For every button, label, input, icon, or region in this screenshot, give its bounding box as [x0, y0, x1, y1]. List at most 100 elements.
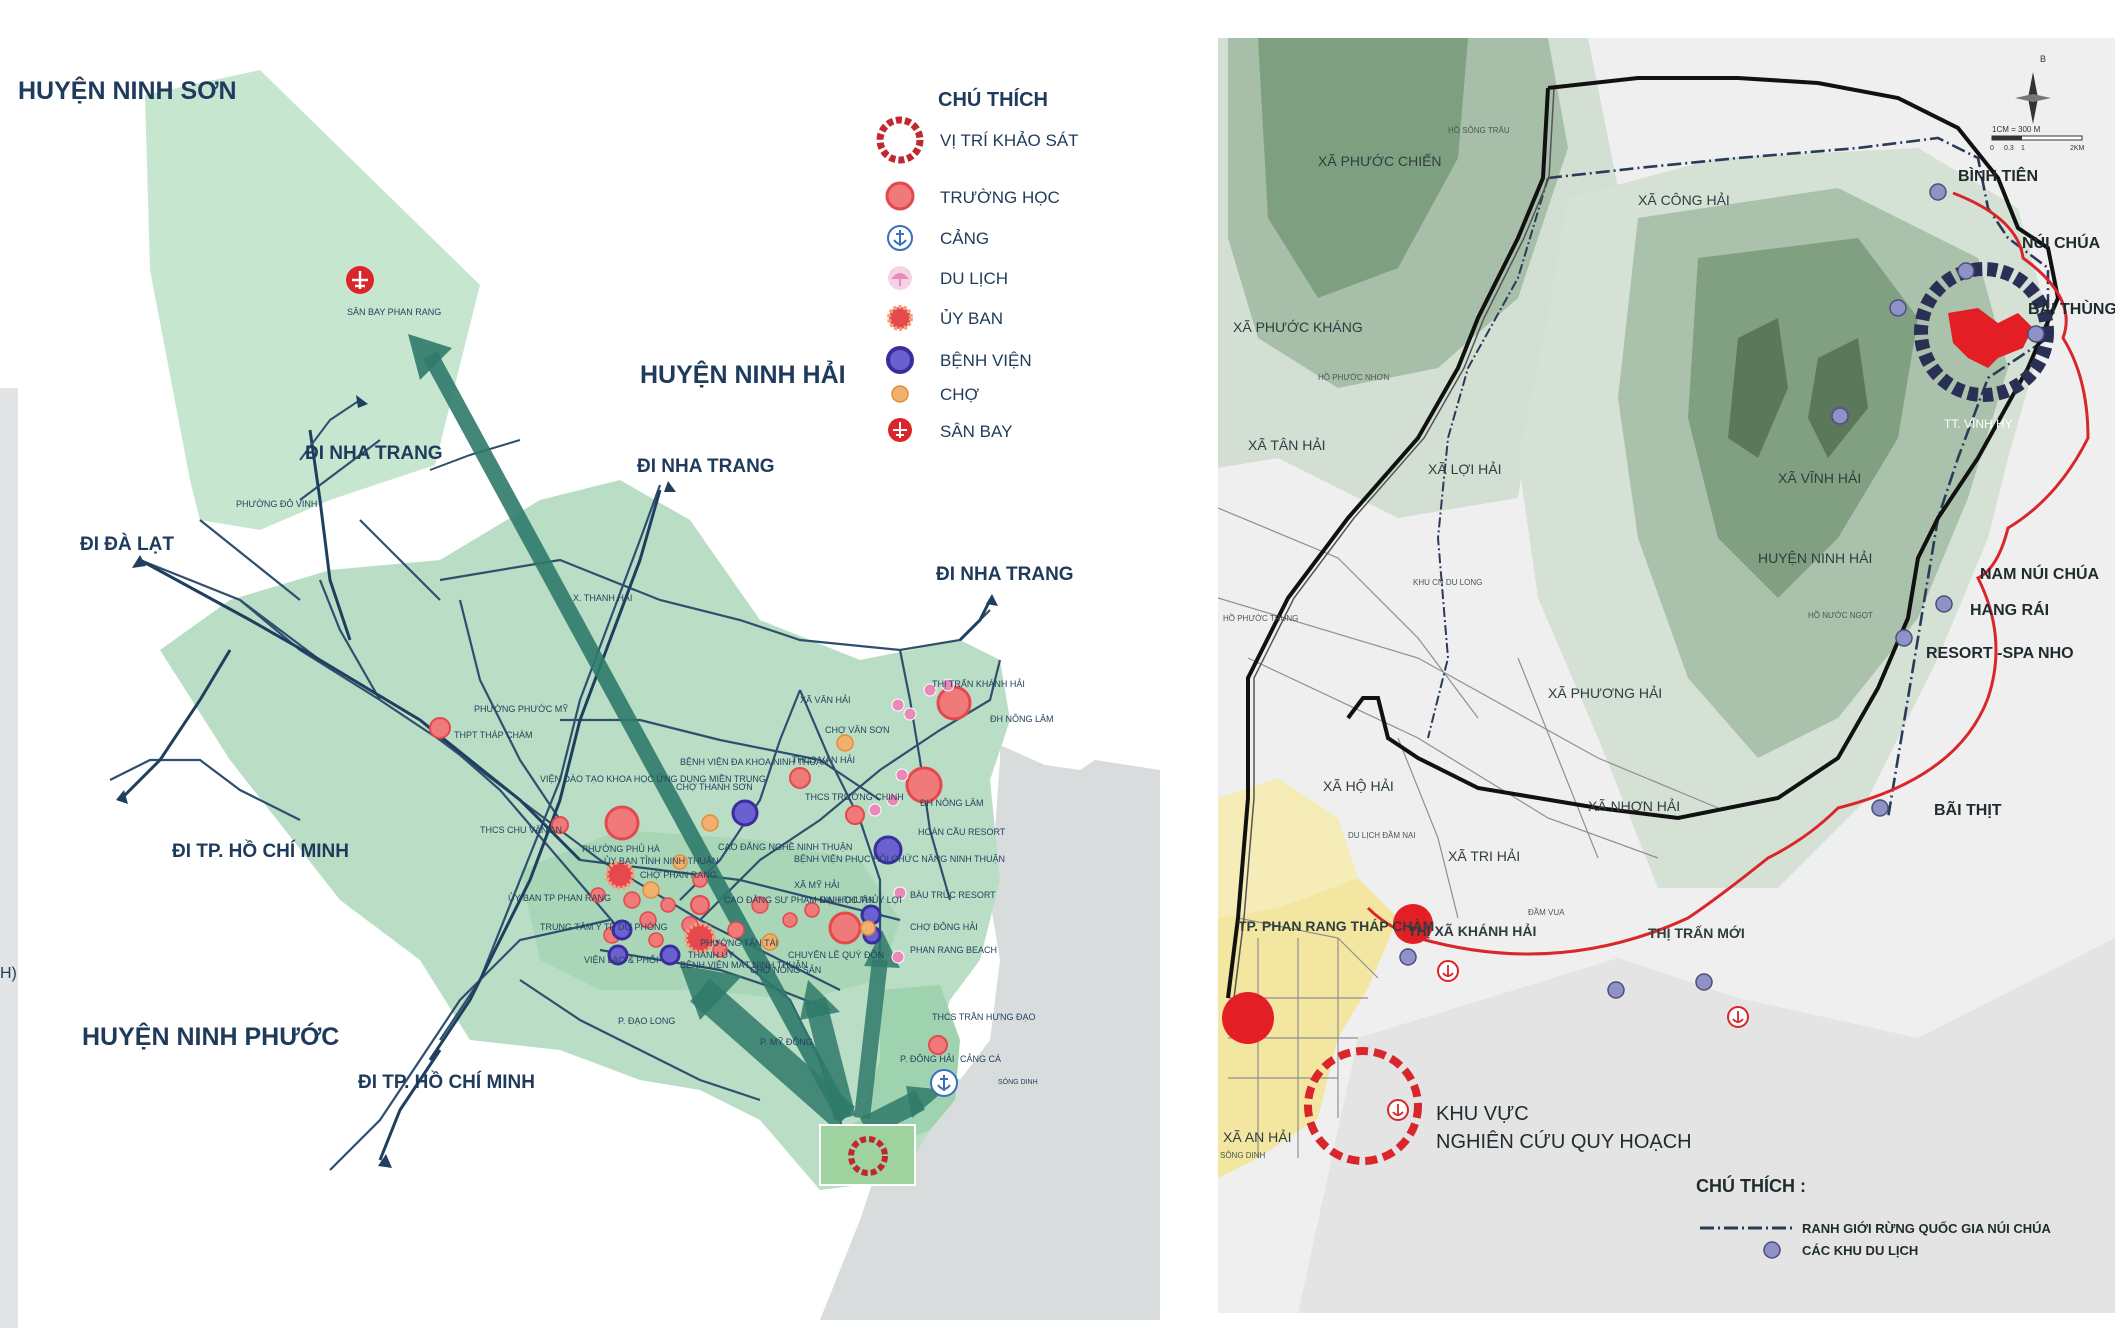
direction-nha-trang-1: ĐI NHA TRANG [305, 443, 443, 464]
label-van-hai: XÃ VĂN HẢI [800, 694, 851, 705]
tourism-dot-icon [1957, 262, 1975, 280]
label-vien-dao-tao: VIỆN ĐÀO TẠO KHOA HỌC ỨNG DỤNG MIỀN TRUN… [540, 774, 766, 784]
umbrella-icon [903, 707, 917, 721]
market-markers [642, 734, 876, 951]
phan-rang-marker [1222, 992, 1274, 1044]
study-area-label-2: NGHIÊN CỨU QUY HOẠCH [1436, 1130, 1692, 1153]
legend-label-tourism: DU LỊCH [940, 269, 1008, 288]
school-icon [828, 911, 862, 945]
label-nong-lam-1: ĐH NÔNG LÂM [990, 714, 1054, 724]
school-icon [604, 805, 640, 841]
anchor-icon [930, 1069, 958, 1097]
label-ho-phuoc-nhon: HỒ PHƯỚC NHƠN [1318, 372, 1389, 382]
school-icon [928, 1035, 948, 1055]
tourism-dot-icon [2027, 325, 2045, 343]
survey-location-icon [848, 1136, 888, 1176]
compass-icon [2015, 72, 2051, 124]
tourism-markers [868, 678, 955, 964]
anchor-icon [1437, 960, 1459, 982]
hospital-icon [659, 944, 681, 966]
forest-west-dark [1258, 38, 1468, 298]
label-hoan-cau: HOÀN CẦU RESORT [918, 827, 1006, 837]
scale-label: 1CM = 300 M [1992, 125, 2041, 134]
right-map: B 1CM = 300 M 0 0.3 1 2KM XÃ PHƯỚC CHIẾN… [1218, 38, 2115, 1313]
label-dong-hai: P. ĐÔNG HẢI [900, 1053, 954, 1064]
starburst-icon [887, 305, 913, 331]
label-cong-hai: XÃ CÔNG HẢI [1638, 192, 1730, 208]
tourism-dots [1399, 183, 2045, 999]
direction-hcm-2: ĐI TP. HỒ CHÍ MINH [358, 1071, 535, 1093]
right-legend: CHÚ THÍCH : RANH GIỚI RỪNG QUỐC GIA NÚI … [1696, 1175, 2052, 1259]
school-icon [429, 717, 451, 739]
scale-bar-fill [1992, 136, 2022, 140]
edge-label: H) [0, 965, 17, 982]
label-phan-rang-beach: PHAN RANG BEACH [910, 945, 997, 955]
label-khanh-hai: THỊ TRẤN KHÁNH HẢI [932, 678, 1025, 689]
legend-title: CHÚ THÍCH : [1696, 1175, 1806, 1196]
label-huyen-ninh-hai: HUYỆN NINH HẢI [1758, 550, 1872, 566]
label-vien-lao: VIỆN LAO & PHỔI [584, 954, 659, 965]
tourism-dot-icon [1929, 183, 1947, 201]
tourism-dot-icon [1889, 299, 1907, 317]
umbrella-icon [893, 886, 907, 900]
label-bv-da-khoa: BỆNH VIỆN ĐA KHOA NINH THUẬN [680, 757, 828, 767]
label-tx-khanh-hai: THỊ XÃ KHÁNH HẢI [1408, 922, 1536, 939]
label-bai-thung: BÃI THÙNG [2028, 298, 2115, 318]
anchor-icon [887, 225, 913, 251]
umbrella-icon [941, 678, 955, 692]
label-my-hai: XÃ MỸ HẢI [794, 879, 840, 890]
label-ho-song-trau: HỒ SÔNG TRÂU [1448, 125, 1510, 135]
umbrella-icon [886, 793, 900, 807]
label-cang-ca: CẢNG CÁ [960, 1053, 1001, 1064]
tourism-dot-icon [1607, 981, 1625, 999]
label-loi-hai: XÃ LỢI HẢI [1428, 461, 1501, 477]
label-du-lich-dam-nai: DU LỊCH ĐẦM NẠI [1348, 830, 1416, 840]
label-ttyt: TRUNG TÂM Y TẾ DỰ PHÒNG [540, 922, 668, 932]
district-ninh-hai: HUYỆN NINH HẢI [640, 359, 846, 389]
label-cd-nghe: CAO ĐẲNG NGHỀ NINH THUẬN [718, 841, 852, 852]
label-tri-hai: XÃ TRI HẢI [1448, 848, 1520, 864]
label-tan-tai: PHƯỜNG TẤN TÀI [700, 938, 778, 948]
scale-tick-0: 0 [1990, 145, 1994, 152]
tourism-dot-icon [1763, 1241, 1781, 1259]
tourism-dot-icon [1695, 973, 1713, 991]
vinh-hy-ring [1914, 262, 2054, 402]
label-ho-phuoc-trung: HỒ PHƯỚC TRUNG [1223, 613, 1298, 623]
hospital-icon [607, 944, 629, 966]
forest-boundary-line [1547, 136, 2050, 819]
direction-da-lat: ĐI ĐÀ LẠT [80, 533, 174, 555]
dong-hai-area [820, 985, 960, 1170]
label-phu-ha: PHƯỜNG PHỦ HÀ [582, 843, 660, 854]
direction-nha-trang-3: ĐI NHA TRANG [936, 564, 1074, 585]
legend-label-market: CHỢ [940, 385, 980, 404]
label-tt-vinh-hy: TT. VĨNH HY [1944, 417, 2013, 431]
label-ho-nuoc-ngot: HỒ NƯỚC NGỌT [1808, 610, 1873, 620]
market-dot-icon [860, 920, 876, 936]
label-nam-nui-chua: NAM NÚI CHÚA [1980, 564, 2100, 583]
school-icon [845, 805, 865, 825]
umbrella-icon [868, 803, 882, 817]
forest-east-dark [1688, 238, 1918, 598]
survey-area-box [819, 1124, 916, 1186]
legend-label-school: TRƯỜNG HỌC [940, 188, 1060, 207]
label-tp-phan-rang: TP. PHAN RANG THÁP CHÀM [1238, 918, 1434, 934]
label-tan-hai: XÃ TÂN HẢI [1248, 437, 1326, 453]
road-grid [1218, 507, 1719, 1158]
vinh-hy-area [1948, 308, 2033, 368]
umbrella-icon [923, 683, 937, 697]
legend-label-boundary: RANH GIỚI RỪNG QUỐC GIA NÚI CHÚA [1802, 1221, 2052, 1236]
umbrella-icon [895, 768, 909, 782]
hospital-icon [611, 919, 633, 941]
main-highway [118, 429, 992, 1161]
market-dot-icon [642, 881, 660, 899]
label-song-dinh: SÔNG DINH [998, 1077, 1038, 1086]
umbrella-icon [891, 950, 905, 964]
school-icon [936, 685, 972, 721]
label-bv-phuc-hoi: BỆNH VIỆN PHỤC HỒI CHỨC NĂNG NINH THUẬN [794, 853, 1005, 864]
coastal-tourism-route [1366, 191, 2090, 956]
hospital-icon [731, 799, 759, 827]
anchor-icon [1387, 1099, 1409, 1121]
legend-label-committee: ỦY BAN [940, 309, 1003, 328]
label-nhon-hai: XÃ NHƠN HẢI [1588, 798, 1680, 814]
label-phuoc-khang: XÃ PHƯỚC KHÁNG [1233, 319, 1363, 335]
